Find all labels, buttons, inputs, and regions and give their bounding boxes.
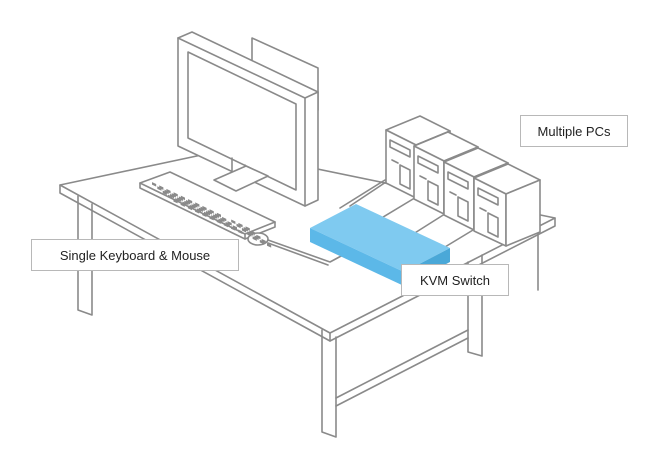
keyboard-key: [180, 195, 186, 201]
keyboard-key: [178, 196, 184, 201]
keyboard-key: [209, 215, 214, 221]
keyboard-key: [159, 185, 164, 190]
pc-tower-4: [473, 163, 541, 247]
keyboard-key: [247, 232, 252, 237]
multiple-pcs-label: Multiple PCs: [520, 115, 628, 147]
keyboard-key: [241, 227, 247, 233]
keyboard-key: [187, 205, 193, 211]
keyboard-key: [261, 238, 266, 244]
keyboard-key: [168, 194, 173, 200]
keyboard-key: [184, 200, 189, 206]
keyboard-key: [164, 189, 169, 195]
keyboard-key: [250, 230, 256, 236]
keyboard-key: [209, 209, 214, 214]
keyboard-key: [236, 223, 241, 229]
keyboard-key: [202, 212, 207, 218]
keyboard-key: [231, 219, 236, 225]
keyboard-key: [222, 216, 227, 222]
kvm-switch-label: KVM Switch: [401, 264, 509, 296]
keyboard-key: [216, 219, 221, 224]
keyboard-key: [173, 192, 178, 197]
keyboard-key: [205, 210, 211, 216]
keyboard-key: [211, 215, 216, 220]
keyboard-key: [177, 197, 182, 202]
keyboard-key: [245, 226, 250, 231]
keyboard-key: [166, 188, 171, 194]
keyboard-key: [220, 217, 225, 223]
keyboard-key: [232, 225, 238, 230]
keyboard-key: [186, 199, 191, 205]
multiple-pcs-label-text: Multiple PCs: [537, 123, 611, 139]
keyboard-key: [171, 193, 176, 198]
keyboard-key: [200, 206, 205, 212]
keyboard-key: [193, 203, 198, 208]
keyboard-key: [198, 207, 203, 213]
keyboard-key: [216, 212, 222, 218]
keyboard-key: [256, 234, 261, 240]
single-keyboard-mouse-label: Single Keyboard & Mouse: [31, 239, 239, 271]
keyboard-key: [195, 202, 200, 207]
keyboard-key: [173, 198, 178, 204]
keyboard-key: [157, 186, 162, 191]
kvm-switch-label-text: KVM Switch: [419, 272, 491, 288]
keyboard-key: [238, 229, 243, 235]
single-keyboard-mouse-label-text: Single Keyboard & Mouse: [59, 247, 211, 263]
keyboard-key: [207, 210, 212, 215]
keyboard-key: [231, 226, 236, 231]
keyboard-key: [218, 218, 223, 224]
keyboard-key: [214, 213, 220, 218]
keyboard-key: [249, 231, 254, 236]
keyboard-key: [223, 222, 229, 228]
keyboard-key: [238, 222, 243, 228]
keyboard-key: [213, 214, 218, 219]
keyboard-key: [267, 243, 272, 248]
keyboard-key: [202, 205, 207, 211]
keyboard-key: [188, 199, 193, 204]
keyboard-key: [227, 221, 232, 226]
monitor: [177, 31, 319, 207]
keyboard-key: [189, 204, 194, 210]
keyboard-key: [196, 208, 202, 213]
keyboard-key: [169, 193, 175, 199]
keyboard-key: [225, 221, 230, 227]
keyboard-key: [162, 190, 167, 196]
keyboard-key: [195, 209, 200, 214]
keyboard-key: [191, 204, 196, 209]
keyboard-key: [152, 182, 157, 187]
keyboard-key: [175, 197, 180, 203]
keyboard-key: [243, 227, 248, 232]
keyboard-keys: [152, 182, 272, 248]
keyboard-key: [204, 211, 209, 217]
cables: [339, 177, 479, 251]
keyboard-key: [254, 235, 259, 240]
keyboard-key: [182, 201, 187, 207]
keyboard-key: [252, 236, 257, 241]
keyboard-key: [180, 202, 185, 207]
keyboard-key: [259, 239, 264, 245]
